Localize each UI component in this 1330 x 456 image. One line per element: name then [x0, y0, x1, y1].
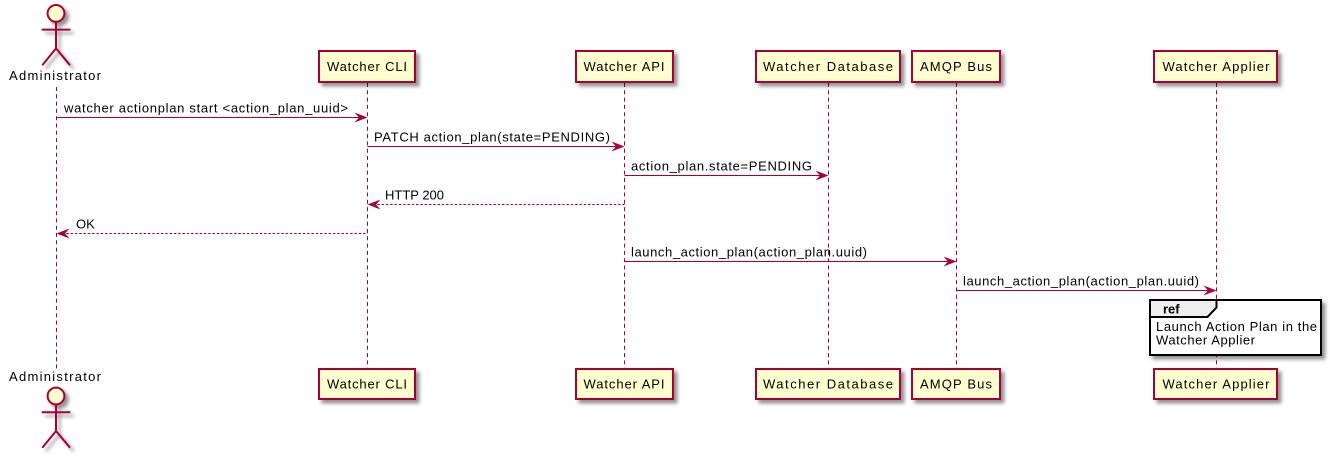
svg-text:PATCH action_plan(state=PENDIN: PATCH action_plan(state=PENDING) — [374, 129, 610, 144]
svg-text:Watcher Applier: Watcher Applier — [1163, 59, 1271, 74]
svg-text:launch_action_plan(action_plan: launch_action_plan(action_plan.uuid) — [631, 244, 867, 259]
svg-text:Watcher CLI: Watcher CLI — [327, 377, 407, 392]
svg-text:Watcher API: Watcher API — [584, 59, 665, 74]
svg-text:ref: ref — [1163, 302, 1180, 317]
svg-text:Watcher Applier: Watcher Applier — [1163, 377, 1271, 392]
svg-text:Watcher Database: Watcher Database — [763, 59, 893, 74]
svg-text:launch_action_plan(action_plan: launch_action_plan(action_plan.uuid) — [963, 273, 1199, 288]
svg-text:HTTP 200: HTTP 200 — [385, 187, 444, 202]
svg-text:AMQP Bus: AMQP Bus — [920, 59, 993, 74]
svg-text:watcher actionplan start <acti: watcher actionplan start <action_plan_uu… — [63, 100, 348, 115]
svg-text:action_plan.state=PENDING: action_plan.state=PENDING — [631, 158, 812, 173]
svg-text:Watcher Database: Watcher Database — [763, 377, 893, 392]
svg-text:AMQP Bus: AMQP Bus — [920, 377, 993, 392]
svg-text:OK: OK — [76, 216, 95, 231]
svg-text:Watcher Applier: Watcher Applier — [1156, 332, 1256, 347]
svg-text:Watcher API: Watcher API — [584, 377, 665, 392]
svg-text:Watcher CLI: Watcher CLI — [327, 59, 407, 74]
svg-text:Launch Action Plan in the: Launch Action Plan in the — [1156, 319, 1317, 334]
